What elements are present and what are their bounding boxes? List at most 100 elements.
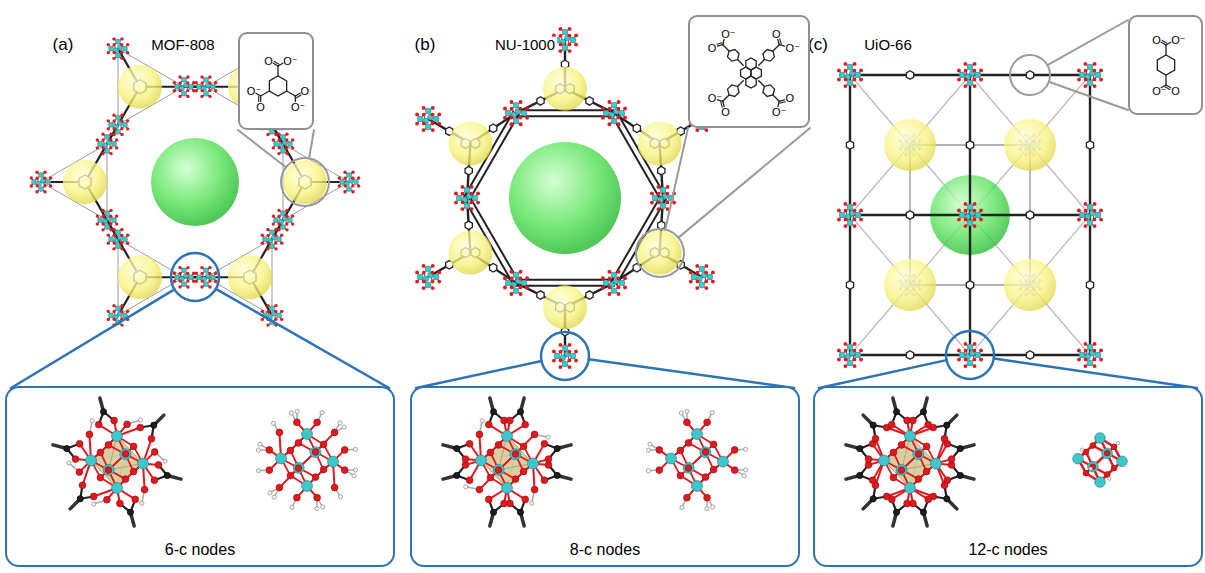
linker [966, 75, 973, 215]
o-atom [109, 152, 112, 155]
o-atom [422, 286, 426, 290]
o-atom [277, 215, 280, 218]
yellow-pore [543, 285, 587, 329]
zr-atom [619, 110, 625, 116]
zr-atom [115, 115, 120, 120]
zr-cluster [338, 171, 361, 194]
benzene-ring [966, 281, 973, 289]
zr-cluster [689, 264, 715, 290]
o-atom [1084, 209, 1088, 213]
zr-cluster [552, 343, 578, 369]
o-atom [186, 75, 189, 78]
o-atom [431, 128, 435, 132]
zr-atom [611, 272, 617, 278]
zr-atom [115, 129, 120, 134]
o-atom [853, 84, 857, 88]
uio-66-framework [837, 62, 1103, 368]
linker-inset: OO⁻OO⁻OO⁻ [238, 32, 314, 130]
o-atom [656, 207, 660, 211]
o-atom [277, 222, 280, 225]
zr-cluster [107, 37, 130, 60]
bond [723, 95, 729, 101]
zr-cluster [173, 266, 196, 289]
bond [1166, 42, 1171, 45]
zr-atom [104, 211, 109, 216]
o-atom [291, 214, 294, 217]
bond [1162, 41, 1167, 44]
o-atom [112, 234, 115, 237]
zr-atom [346, 172, 351, 177]
o-atom [470, 207, 474, 211]
zr-atom [1087, 204, 1093, 210]
zr-atom [196, 84, 201, 89]
zr-atom [104, 148, 109, 153]
o-atom [704, 279, 708, 283]
o-atom [280, 318, 283, 321]
o-atom [650, 201, 654, 205]
o-atom [1077, 218, 1081, 222]
zr-atom [959, 352, 965, 358]
o-atom [558, 365, 562, 369]
o-atom [616, 285, 620, 289]
zoom-line [309, 130, 314, 158]
o-atom [973, 84, 977, 88]
o-atom [291, 138, 294, 141]
o-atom [972, 209, 976, 213]
o-atom [568, 365, 572, 369]
zr-cluster [1077, 342, 1103, 368]
o-atom [852, 77, 856, 81]
zr-atom [699, 266, 705, 272]
o-atom [979, 348, 983, 352]
o-atom [843, 84, 847, 88]
bond [780, 39, 781, 44]
linker-structure [1130, 17, 1201, 113]
o-atom [43, 176, 46, 179]
o-atom [285, 138, 288, 141]
o-atom [852, 209, 856, 213]
o-atom [195, 89, 198, 92]
o-atom [107, 43, 110, 46]
benzene-ring [966, 281, 973, 289]
o-atom [120, 57, 123, 60]
o-atom [859, 218, 863, 222]
o-atom [972, 357, 976, 361]
benzene-ring [846, 281, 853, 289]
zr-atom [967, 80, 973, 86]
o-atom [844, 357, 848, 361]
o-atom [126, 241, 129, 244]
o-atom [35, 190, 38, 193]
o-atom [963, 84, 967, 88]
o-atom [266, 228, 269, 231]
zr-atom [562, 361, 568, 367]
yellow-pore [118, 65, 162, 109]
zr-atom [464, 187, 470, 193]
benzene-ring [1026, 211, 1033, 219]
zr-atom [108, 313, 113, 318]
o-atom [274, 310, 277, 313]
zr-atom [104, 225, 109, 230]
zr-atom [847, 360, 853, 366]
o-atom [351, 184, 354, 187]
zr-atom [31, 179, 36, 184]
o-atom [357, 184, 360, 187]
bond [779, 100, 784, 101]
o-atom [623, 116, 627, 120]
o-atom [120, 310, 123, 313]
o-atom [415, 280, 419, 284]
o-atom [173, 272, 176, 275]
o-atom [1084, 69, 1088, 73]
linker [272, 220, 283, 239]
aromatic-ring [746, 76, 756, 88]
o-atom [711, 270, 715, 274]
o-atom [657, 200, 661, 204]
green-pore [151, 138, 239, 226]
o-atom [208, 89, 211, 92]
o-atom [623, 276, 627, 280]
o-atom [518, 277, 522, 281]
o-atom [178, 272, 181, 275]
o-atom [853, 62, 857, 66]
o-atom [859, 358, 863, 362]
o-atom [1093, 342, 1097, 346]
o-atom [979, 68, 983, 72]
zr-cluster [261, 228, 284, 251]
